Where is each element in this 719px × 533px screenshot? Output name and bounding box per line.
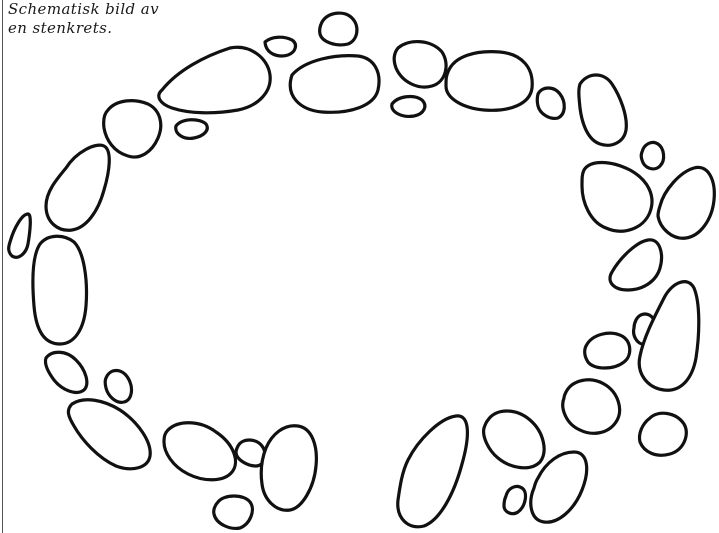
stone — [639, 282, 699, 391]
stone — [159, 47, 270, 112]
stone — [265, 37, 295, 56]
stone — [658, 167, 714, 238]
stone — [504, 486, 525, 513]
stone — [164, 423, 235, 480]
stone — [582, 163, 652, 232]
stone — [68, 400, 150, 469]
stone — [639, 413, 686, 455]
stone — [176, 120, 208, 139]
stone — [261, 426, 316, 510]
stone — [392, 97, 425, 117]
stone — [105, 371, 131, 403]
stone — [537, 88, 564, 118]
stone — [579, 75, 626, 145]
stone — [290, 56, 379, 113]
stone — [641, 142, 663, 168]
stone — [33, 236, 87, 344]
stone — [9, 214, 31, 257]
stone — [398, 416, 468, 527]
stone — [104, 101, 161, 157]
stone — [214, 496, 253, 528]
stone — [610, 240, 662, 290]
stone — [45, 352, 86, 392]
stone — [563, 380, 620, 433]
stone — [394, 42, 446, 87]
stone — [446, 52, 532, 111]
stone — [585, 333, 630, 368]
stone — [320, 13, 357, 45]
stone — [484, 411, 544, 468]
stone — [46, 145, 109, 230]
